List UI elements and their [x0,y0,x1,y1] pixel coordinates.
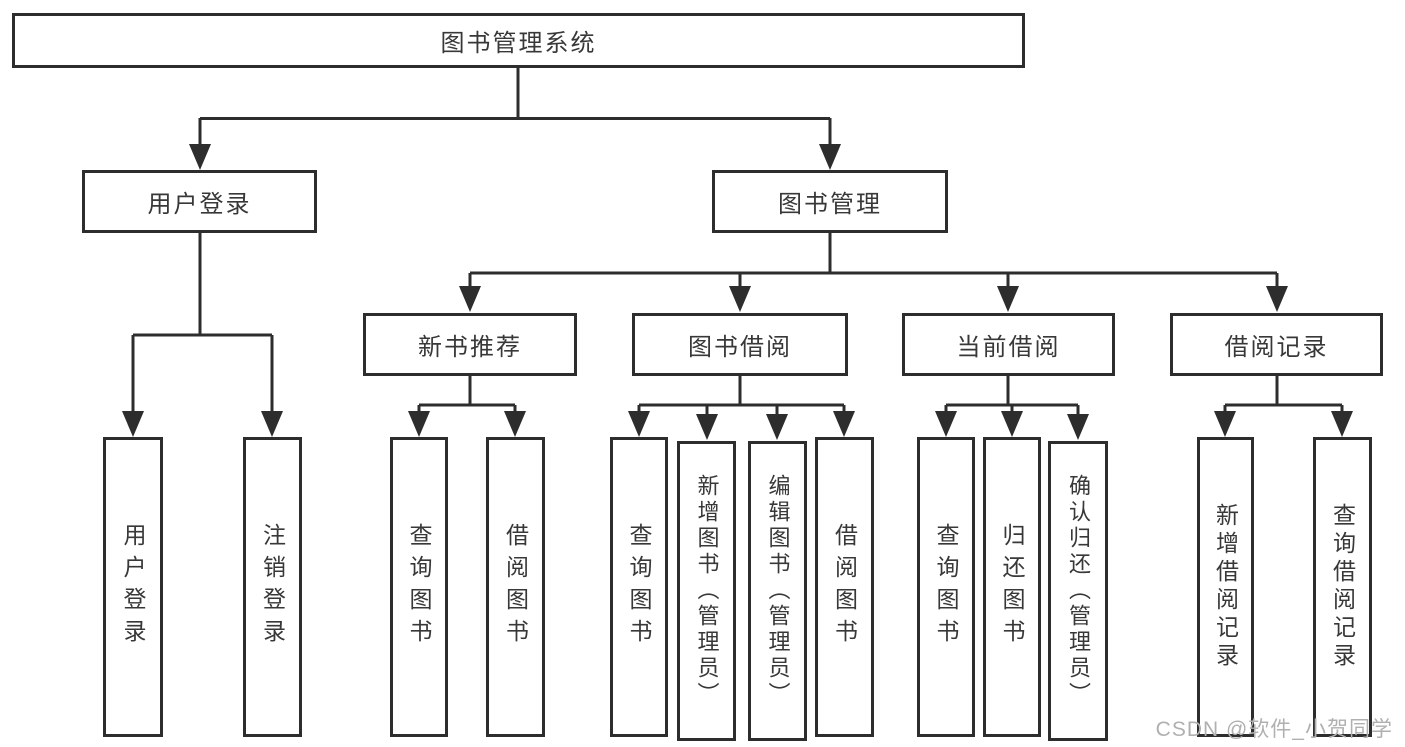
arrowhead [1331,411,1353,437]
node-label: 图书管理 [778,191,882,218]
leaf-add-book-admin: 新增图书（管理员） [677,441,736,741]
arrowhead [833,411,855,437]
leaf-label: 查询借阅记录 [1329,503,1356,671]
connector-book-management-group [468,233,1279,290]
connector-root-to-level2 [198,68,832,148]
leaf-label: 借阅图书 [502,523,529,651]
arrowhead [935,411,957,437]
leaf-query-borrow-record: 查询借阅记录 [1313,437,1372,737]
arrowhead [997,286,1019,312]
arrowhead [628,411,650,437]
leaf-user-login: 用户登录 [103,437,163,737]
leaf-label: 查询图书 [626,523,652,651]
leaf-label: 确认归还（管理员） [1066,474,1091,708]
node-book-management: 图书管理 [712,170,948,233]
leaf-label: 查询图书 [406,523,432,651]
node-new-book-recommend: 新书推荐 [363,313,577,376]
connector-current-borrowing-group [944,376,1080,418]
leaf-logout: 注销登录 [243,437,302,737]
node-label: 当前借阅 [956,334,1061,361]
connector-borrowing-records-group [1223,376,1344,415]
arrowhead [696,414,718,440]
leaf-label: 用户登录 [120,523,146,651]
node-current-borrowing: 当前借阅 [902,313,1115,376]
arrowhead [122,411,144,437]
arrowhead [1067,414,1089,440]
arrowhead [459,286,481,312]
connector-user-login-group [131,233,274,415]
arrowhead [766,414,788,440]
node-book-borrowing: 图书借阅 [632,313,848,376]
node-user-login: 用户登录 [82,170,317,233]
leaf-query-books-recommend: 查询图书 [390,437,448,737]
leaf-borrow-books-borrowing: 借阅图书 [815,437,874,737]
arrowhead [408,411,430,437]
leaf-borrow-books-recommend: 借阅图书 [486,437,545,737]
arrowhead [1001,411,1023,437]
leaf-return-book: 归还图书 [983,437,1041,737]
leaf-edit-book-admin: 编辑图书（管理员） [748,441,807,741]
arrowhead [189,144,211,170]
connector-book-borrowing-group [637,376,846,418]
arrowhead [729,286,751,312]
node-label: 图书借阅 [688,334,792,361]
watermark: CSDN @软件_小贺同学 [1155,718,1393,741]
leaf-query-books-current: 查询图书 [917,437,975,737]
leaf-label: 查询图书 [933,523,959,651]
arrowhead [1214,411,1236,437]
node-library-management-system: 图书管理系统 [12,13,1025,68]
leaf-confirm-return-admin: 确认归还（管理员） [1048,441,1108,741]
leaf-label: 归还图书 [999,523,1025,651]
node-label: 用户登录 [147,191,252,218]
leaf-label: 注销登录 [259,523,286,651]
arrowhead [261,411,283,437]
leaf-add-borrow-record: 新增借阅记录 [1197,437,1254,737]
leaf-label: 新增借阅记录 [1212,503,1239,671]
node-label: 新书推荐 [418,334,522,361]
arrowhead [504,411,526,437]
leaf-label: 新增图书（管理员） [694,474,720,708]
arrowhead [819,144,841,170]
node-label: 借阅记录 [1224,334,1329,361]
leaf-label: 编辑图书（管理员） [765,474,791,708]
arrowhead [1266,286,1288,312]
leaf-label: 借阅图书 [831,523,858,651]
node-borrowing-records: 借阅记录 [1170,313,1383,376]
leaf-query-books-borrowing: 查询图书 [610,437,668,737]
node-label: 图书管理系统 [440,30,597,57]
arrowheads [122,144,1353,440]
connector-new-book-recommend-group [417,376,517,415]
